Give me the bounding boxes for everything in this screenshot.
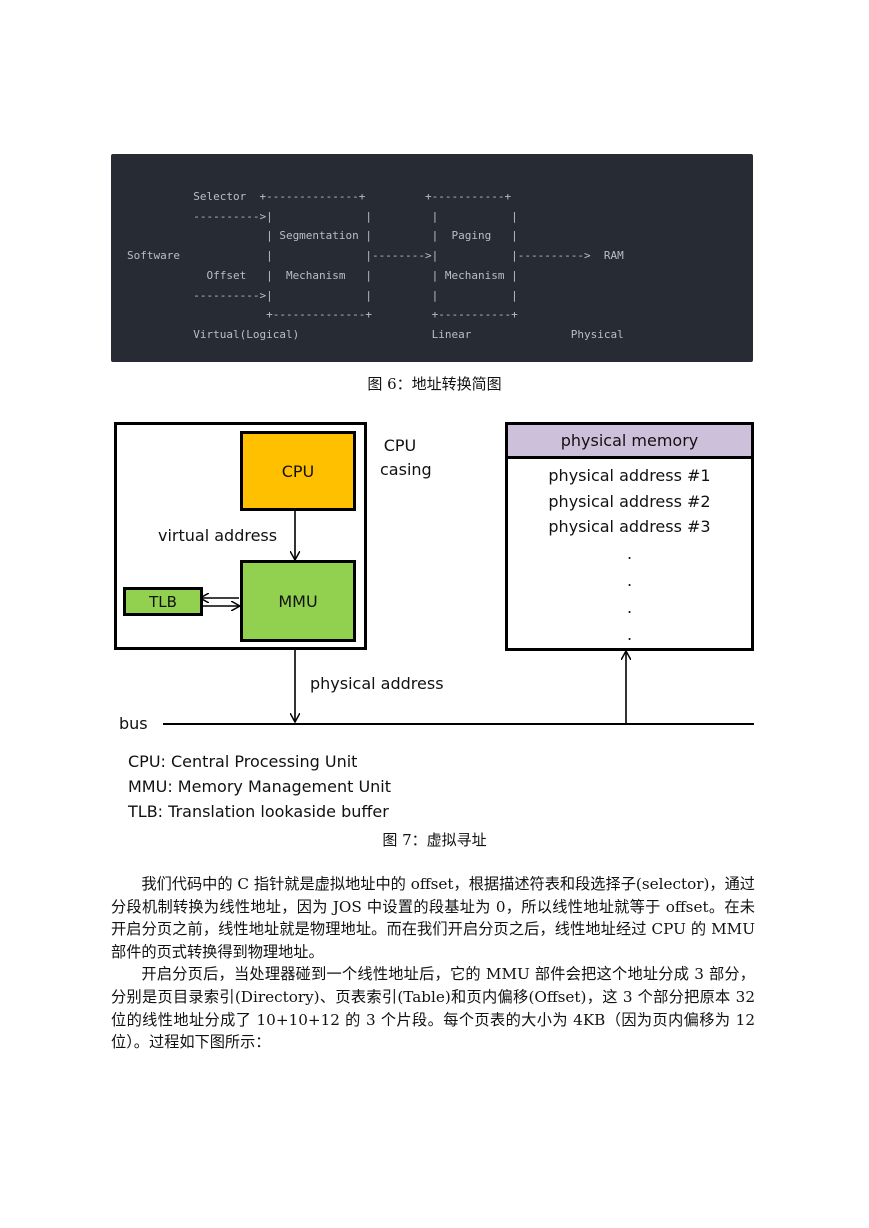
code-line: Software | |-------->| |----------> RAM: [127, 249, 624, 263]
physical-memory-ellipsis: ....: [508, 540, 751, 648]
code-line: Virtual(Logical) Linear Physical: [127, 327, 624, 341]
ellipsis-dot: .: [626, 597, 633, 617]
address-translation-ascii-diagram: Selector +--------------+ +-----------+ …: [127, 187, 624, 345]
ellipsis-dot: .: [626, 543, 633, 563]
cpu-casing-label: CPU casing: [380, 434, 432, 482]
legend-cpu: CPU: Central Processing Unit: [128, 752, 358, 771]
code-line: ---------->| | | |: [127, 209, 518, 223]
code-line: ---------->| | | |: [127, 288, 518, 302]
cpu-box: CPU: [240, 431, 356, 511]
physical-memory-header-label: physical memory: [560, 431, 699, 450]
figure-6-caption: 图 6：地址转换简图: [367, 375, 502, 393]
legend-mmu: MMU: Memory Management Unit: [128, 777, 392, 796]
ellipsis-dot: .: [626, 570, 633, 590]
mmu-box: MMU: [240, 560, 356, 642]
code-line: Offset | Mechanism | | Mechanism |: [127, 268, 518, 282]
virtual-addressing-diagram: CPU casing CPU virtual address MMU TLB p…: [108, 418, 758, 833]
cpu-label: CPU: [281, 461, 315, 481]
code-line: Selector +--------------+ +-----------+: [127, 190, 512, 203]
mmu-label: MMU: [278, 591, 318, 611]
virtual-address-label: virtual address: [158, 526, 278, 545]
cpu-casing-label-line2: casing: [380, 460, 432, 479]
legend-tlb: TLB: Translation lookaside buffer: [128, 802, 389, 821]
ellipsis-dot: .: [626, 624, 633, 644]
body-text: 我们代码中的 C 指针就是虚拟地址中的 offset，根据描述符表和段选择子(s…: [111, 873, 755, 1054]
bus-label: bus: [119, 714, 148, 733]
tlb-label: TLB: [149, 592, 177, 611]
physical-address-label: physical address: [310, 674, 444, 693]
physical-address-row: physical address #3: [548, 517, 711, 536]
cpu-casing-label-line1: CPU: [383, 436, 417, 455]
physical-memory-header: physical memory: [508, 425, 751, 459]
diagram-connectors: [163, 511, 754, 725]
paragraph-2: 开启分页后，当处理器碰到一个线性地址后，它的 MMU 部件会把这个地址分成 3 …: [111, 965, 755, 1052]
physical-address-row: physical address #2: [548, 491, 711, 511]
paragraph-1: 我们代码中的 C 指针就是虚拟地址中的 offset，根据描述符表和段选择子(s…: [111, 875, 755, 961]
address-translation-code-block: Selector +--------------+ +-----------+ …: [111, 154, 753, 362]
cpu-casing-box: [114, 422, 367, 650]
code-line: +--------------+ +-----------+: [127, 308, 518, 322]
physical-memory-rows: physical address #1 physical address #2 ph…: [508, 459, 751, 540]
code-line: | Segmentation | | Paging |: [127, 229, 518, 243]
tlb-box: TLB: [123, 587, 203, 616]
figure-7-caption: 图 7：虚拟寻址: [382, 831, 487, 849]
physical-address-row: physical address #1: [548, 466, 711, 485]
